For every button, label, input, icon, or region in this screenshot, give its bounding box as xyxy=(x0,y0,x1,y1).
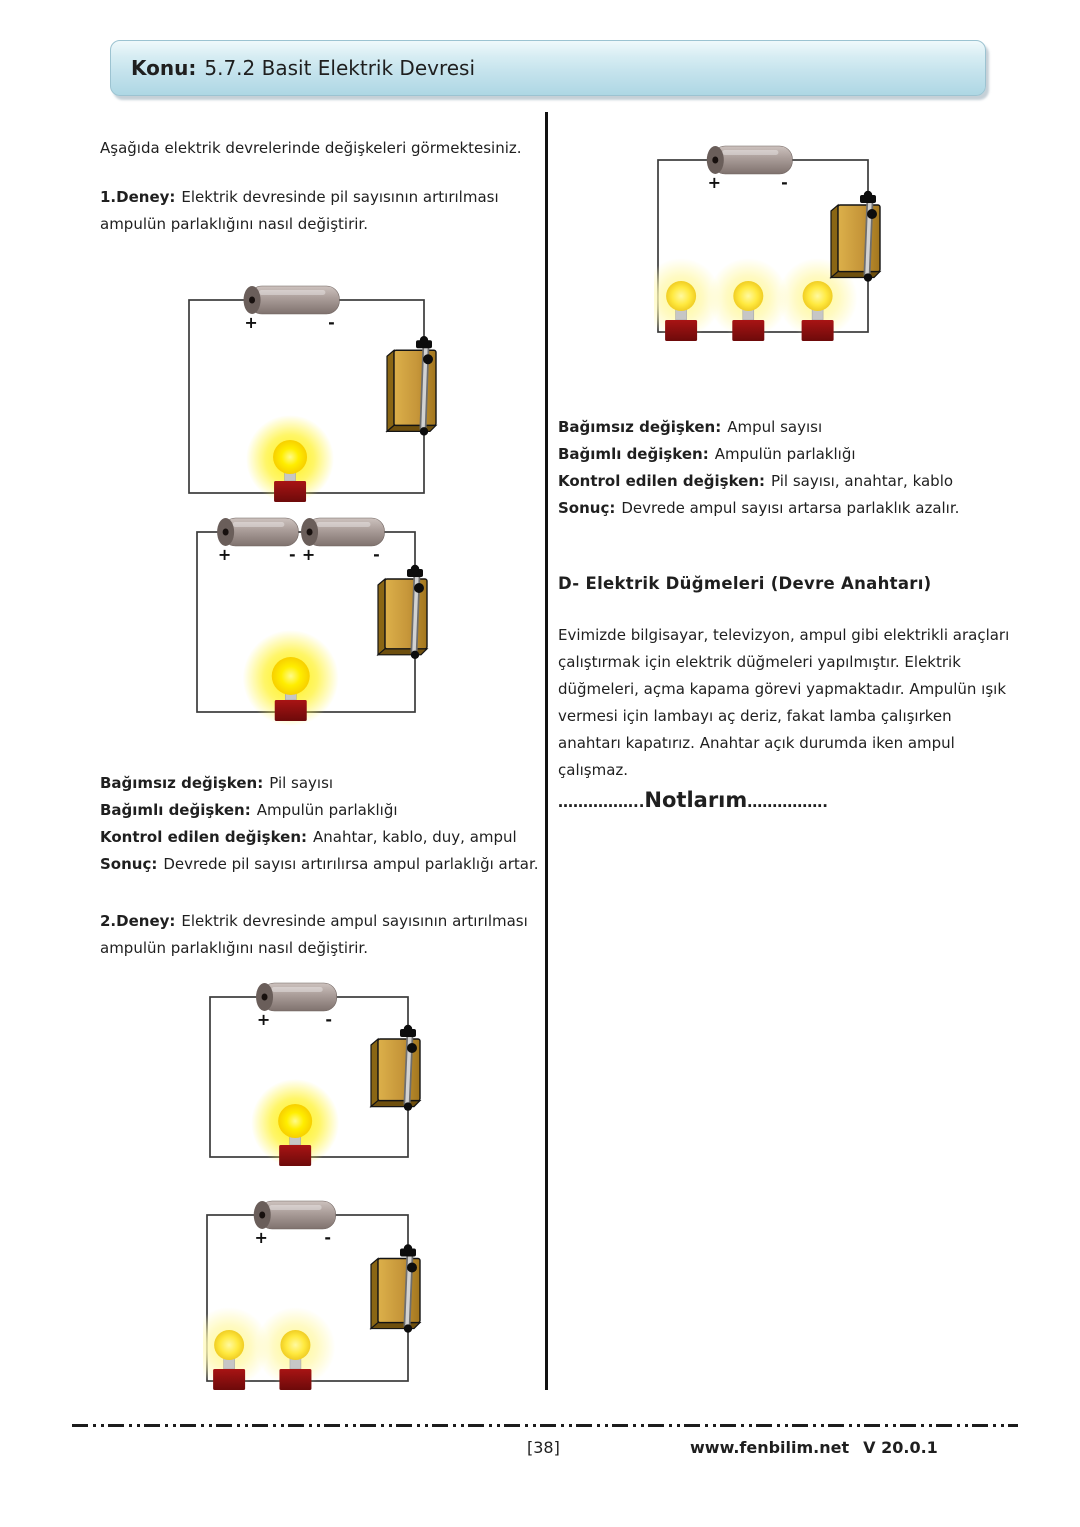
knife-switch xyxy=(369,1024,422,1111)
battery: +- xyxy=(301,517,385,564)
battery-plus-label: + xyxy=(255,1228,268,1247)
light-bulb xyxy=(708,258,789,341)
battery-minus-label: - xyxy=(289,545,296,564)
circuit-diagram-one-battery-three-bulbs: +- xyxy=(641,138,890,348)
section-d-heading: D- Elektrik Düğmeleri (Devre Anahtarı) xyxy=(558,574,932,593)
knife-switch xyxy=(385,336,438,436)
battery: +- xyxy=(256,982,338,1029)
experiment-2-variables: Bağımsız değişken:Ampul sayısı Bağımlı d… xyxy=(558,414,1018,522)
intro-paragraph: Aşağıda elektrik devrelerinde değişkeler… xyxy=(100,139,522,157)
page-number: [38] xyxy=(527,1438,560,1457)
light-bulb xyxy=(242,630,339,726)
light-bulb xyxy=(641,258,722,341)
experiment-1-paragraph: 1.Deney:Elektrik devresinde pil sayısını… xyxy=(100,184,542,238)
column-divider xyxy=(545,112,548,1390)
battery-plus-label: + xyxy=(257,1010,270,1029)
section-d-paragraph: Evimizde bilgisayar, televizyon, ampul g… xyxy=(558,626,1010,779)
battery-minus-label: - xyxy=(328,313,335,332)
battery-minus-label: - xyxy=(373,545,380,564)
variable-line: Sonuç:Devrede ampul sayısı artarsa parla… xyxy=(558,499,960,517)
knife-switch xyxy=(829,190,882,282)
experiment-1-variables: Bağımsız değişken:Pil sayısı Bağımlı değ… xyxy=(100,770,542,878)
footer-site: www.fenbilim.net V 20.0.1 xyxy=(690,1438,938,1457)
experiment-2-paragraph: 2.Deney:Elektrik devresinde ampul sayısı… xyxy=(100,908,542,962)
variable-line: Bağımlı değişken:Ampulün parlaklığı xyxy=(558,445,856,463)
light-bulb xyxy=(246,415,335,503)
light-bulb xyxy=(255,1307,336,1390)
experiment-1-label: 1.Deney: xyxy=(100,188,176,206)
topic-title: 5.7.2 Basit Elektrik Devresi xyxy=(204,56,476,80)
battery-plus-label: + xyxy=(302,545,315,564)
battery: +- xyxy=(243,285,340,332)
notes-label: Notlarım xyxy=(644,788,748,812)
knife-switch xyxy=(376,564,429,659)
variable-line: Kontrol edilen değişken:Pil sayısı, anah… xyxy=(558,472,954,490)
experiment-2-label: 2.Deney: xyxy=(100,912,176,930)
variable-line: Bağımsız değişken:Pil sayısı xyxy=(100,774,334,792)
battery-minus-label: - xyxy=(325,1010,332,1029)
variable-line: Bağımlı değişken:Ampulün parlaklığı xyxy=(100,801,398,819)
experiment-1-text: Elektrik devresinde pil sayısının artırı… xyxy=(100,188,499,233)
light-bulb xyxy=(251,1079,340,1167)
circuit-diagram-one-battery-one-bulb-2: +- xyxy=(206,975,430,1173)
notes-dots-right: ……………. xyxy=(747,793,828,811)
circuit-diagram-one-battery-two-bulbs: +- xyxy=(189,1193,430,1397)
battery-minus-label: - xyxy=(324,1228,331,1247)
topic-banner: Konu: 5.7.2 Basit Elektrik Devresi xyxy=(110,40,986,96)
circuit-diagram-two-batteries-one-bulb: +-+- xyxy=(193,510,437,728)
variable-line: Kontrol edilen değişken:Anahtar, kablo, … xyxy=(100,828,517,846)
battery-plus-label: + xyxy=(244,313,257,332)
knife-switch xyxy=(369,1244,422,1333)
battery: +- xyxy=(706,145,793,192)
topic-label: Konu: xyxy=(131,56,197,80)
battery-plus-label: + xyxy=(218,545,231,564)
variable-line: Sonuç:Devrede pil sayısı artırılırsa amp… xyxy=(100,855,539,873)
light-bulb xyxy=(189,1307,270,1390)
variable-line: Bağımsız değişken:Ampul sayısı xyxy=(558,418,823,436)
notes-dots-left: …………….. xyxy=(558,793,645,811)
battery: +- xyxy=(217,517,299,564)
site-version: V 20.0.1 xyxy=(863,1438,938,1457)
battery-minus-label: - xyxy=(781,173,788,192)
footer-rule xyxy=(72,1424,1018,1427)
battery: +- xyxy=(253,1200,336,1247)
notes-line: ……………..Notlarım……………. xyxy=(558,788,828,812)
circuit-diagram-one-battery-one-bulb: +- xyxy=(185,278,446,509)
battery-plus-label: + xyxy=(708,173,721,192)
site-url: www.fenbilim.net xyxy=(690,1438,850,1457)
experiment-2-text: Elektrik devresinde ampul sayısının artı… xyxy=(100,912,528,957)
